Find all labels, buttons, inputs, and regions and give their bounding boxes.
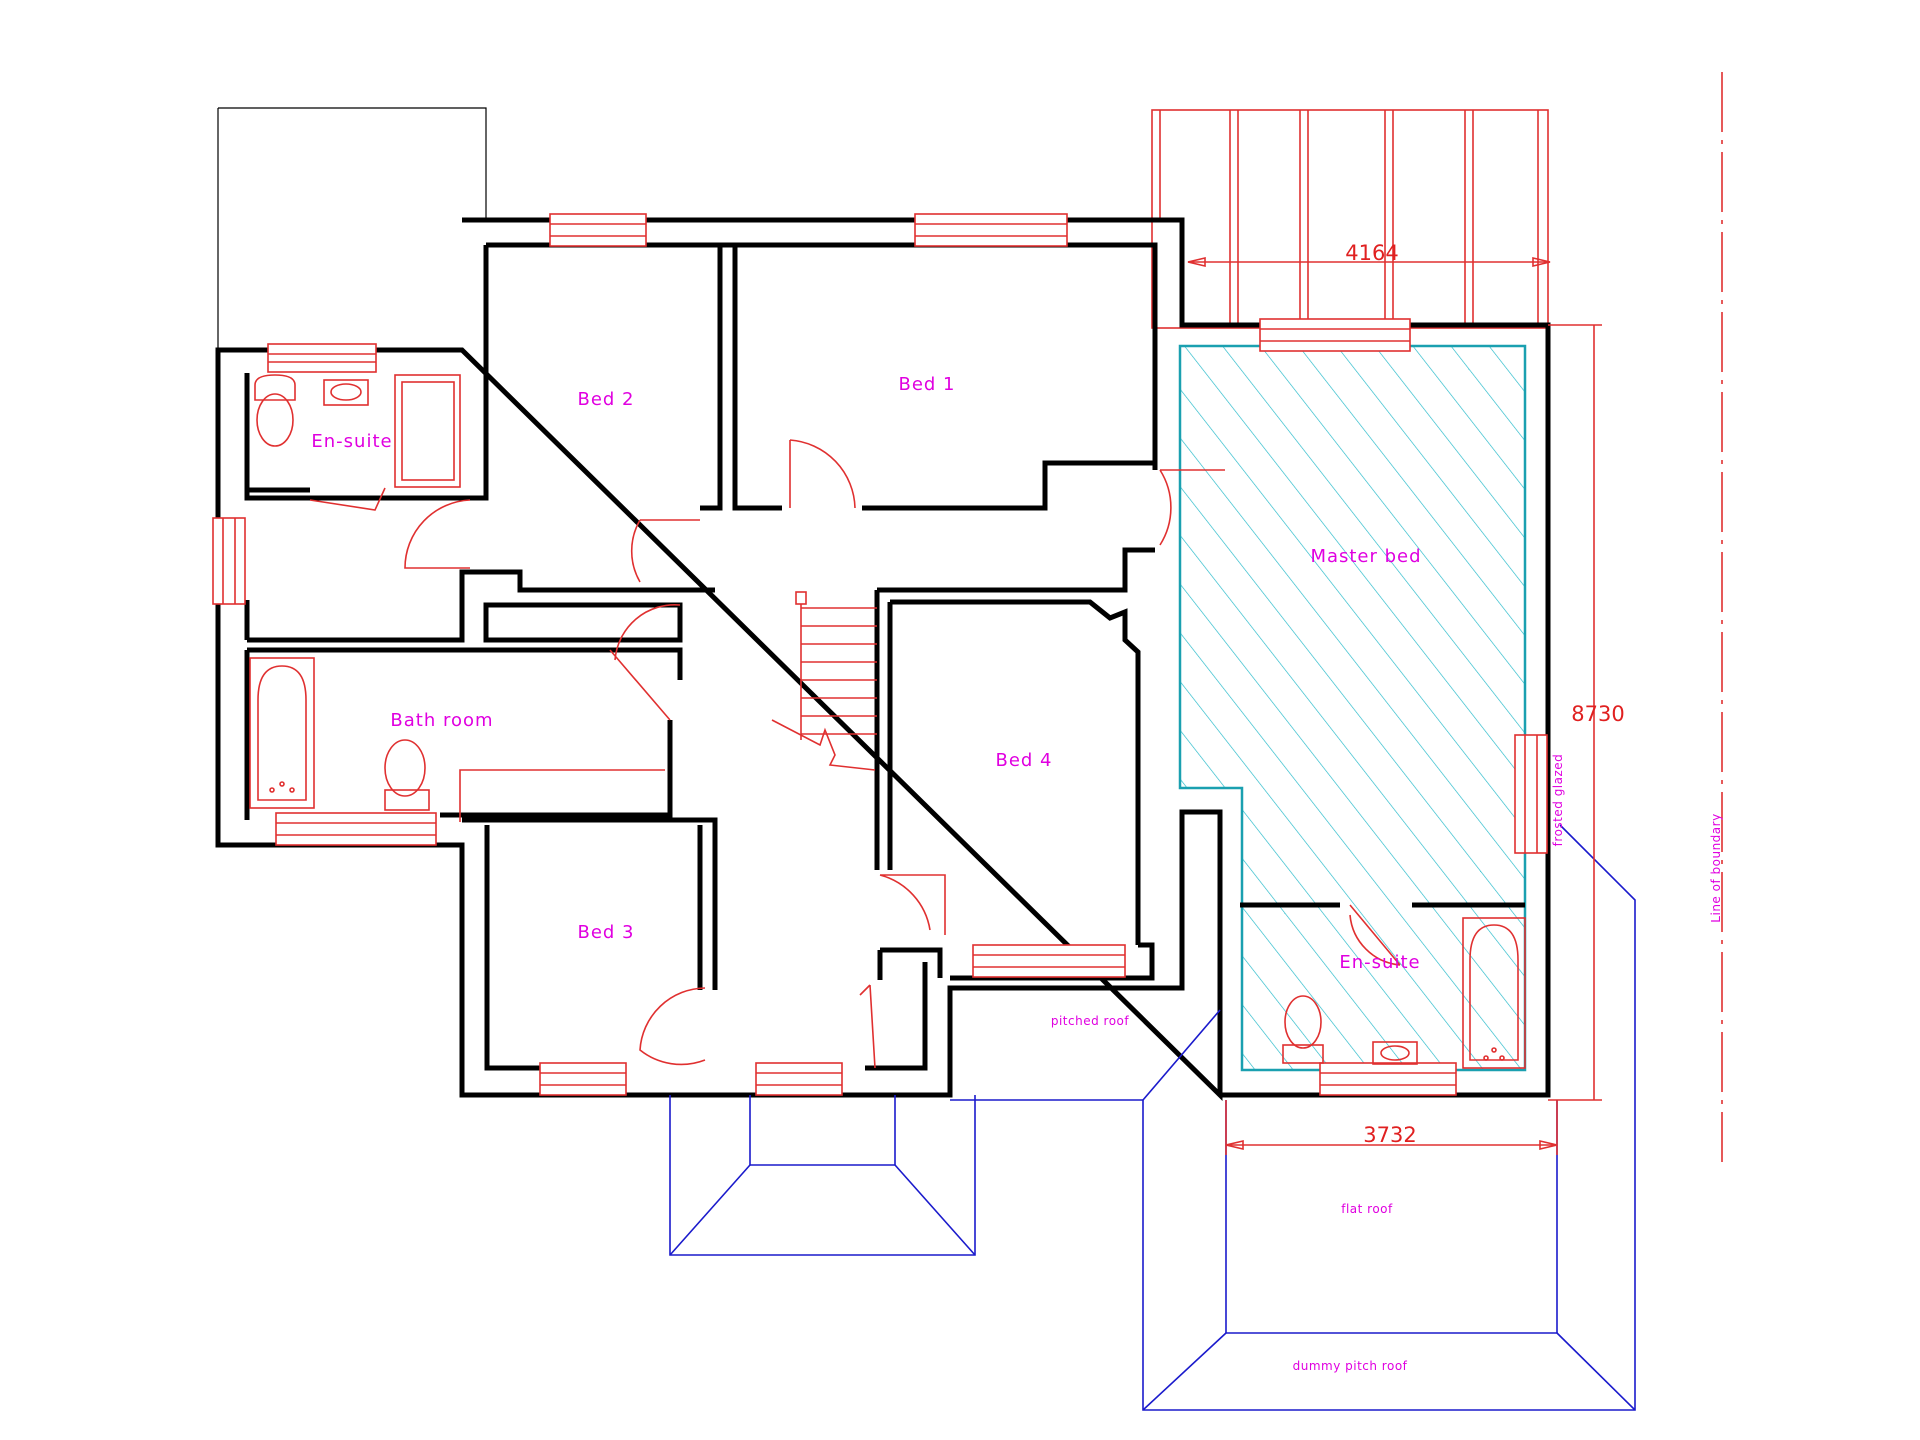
master-bed-label: Master bed <box>1310 546 1421 567</box>
doors <box>309 439 1401 1069</box>
pitched-roof-note: pitched roof <box>1051 1014 1130 1028</box>
boundary-note: Line of boundary <box>1709 813 1723 922</box>
frosted-glazed-note: frosted glazed <box>1551 754 1565 847</box>
roof-outlines <box>669 824 1636 1411</box>
top-right-decking <box>1151 109 1549 329</box>
windows <box>212 213 1548 1096</box>
staircase <box>771 591 877 771</box>
master-bed-hatch <box>1178 344 1527 1072</box>
dummy-pitch-roof-note: dummy pitch roof <box>1293 1359 1408 1373</box>
ensuite-left-label: En-suite <box>311 431 392 452</box>
dimension-bottom-width: 3732 <box>1363 1123 1416 1147</box>
flat-roof-note: flat roof <box>1341 1202 1393 1216</box>
dimension-top-width: 4164 <box>1345 241 1398 265</box>
bath-fixtures <box>249 374 1526 1069</box>
bed4-label: Bed 4 <box>995 750 1052 771</box>
ensuite-master-label: En-suite <box>1339 952 1420 973</box>
bed3-label: Bed 3 <box>577 922 634 943</box>
bathroom-label: Bath room <box>390 710 493 731</box>
dimension-lines <box>1187 256 1602 1155</box>
bed1-label: Bed 1 <box>898 374 955 395</box>
bed2-label: Bed 2 <box>577 389 634 410</box>
top-left-outline <box>217 107 487 350</box>
dimension-side-depth: 8730 <box>1571 702 1624 726</box>
